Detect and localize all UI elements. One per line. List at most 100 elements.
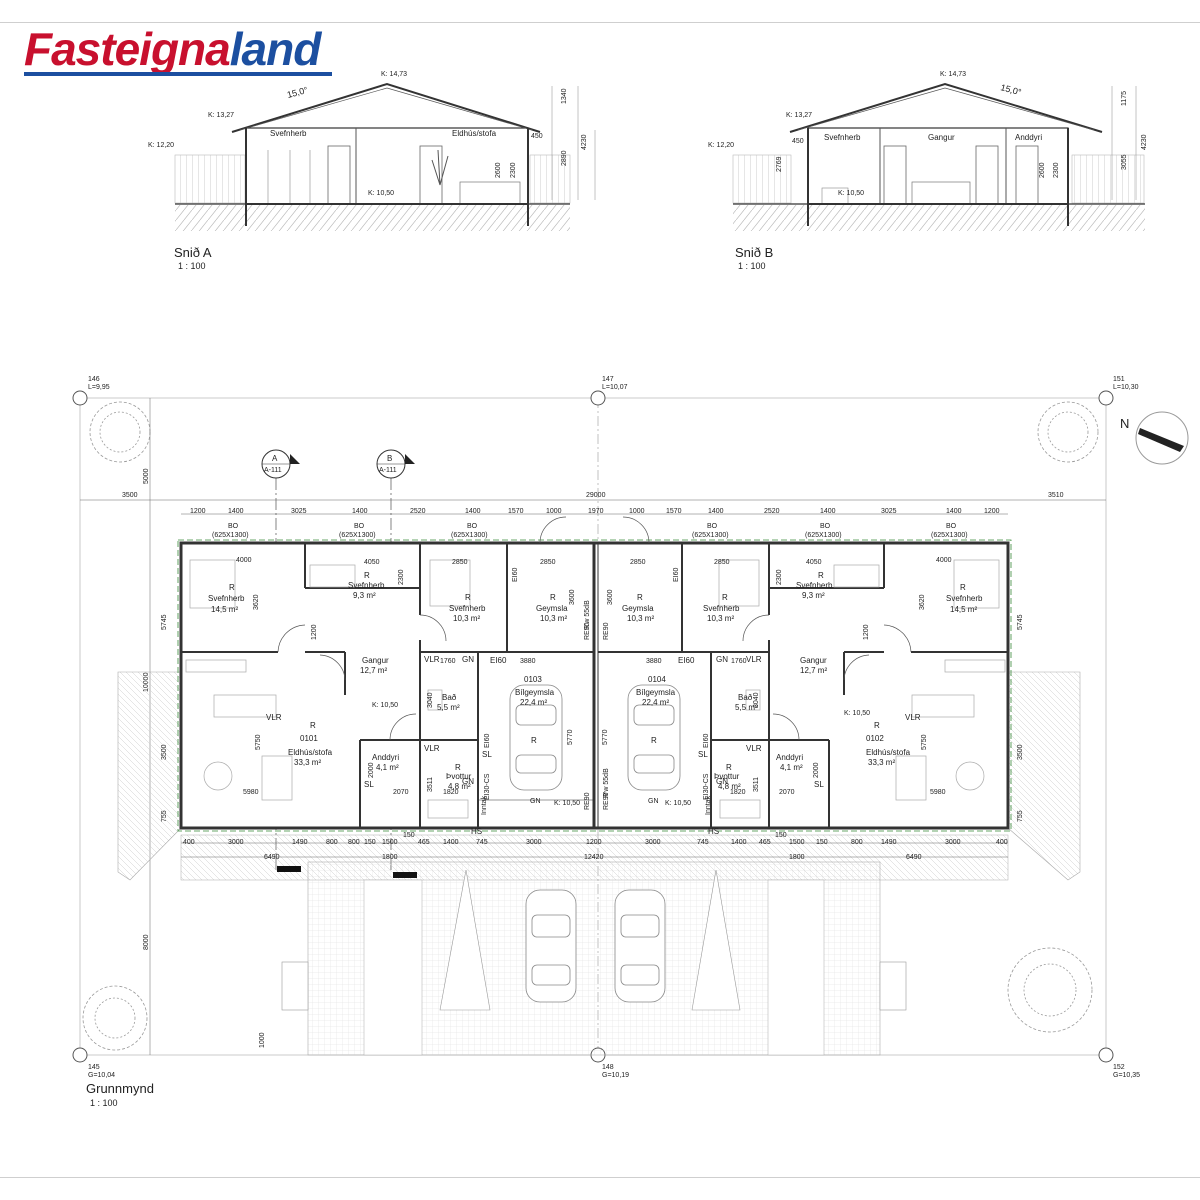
svg-text:4000: 4000 xyxy=(936,557,952,564)
svg-text:SL: SL xyxy=(814,780,824,789)
misc-labels: VLR VLR VLR VLR VLR VLR GN GN GN GN EI60… xyxy=(266,567,921,836)
svg-text:1200: 1200 xyxy=(311,624,318,640)
svg-text:RE90: RE90 xyxy=(584,792,591,810)
section-a: K: 14,73 K: 13,27 K: 12,20 K: 10,50 15,0… xyxy=(148,71,596,271)
plan-scale: 1 : 100 xyxy=(90,1098,118,1108)
svg-text:VLR: VLR xyxy=(746,744,762,753)
svg-text:1570: 1570 xyxy=(508,508,524,515)
svg-text:0103: 0103 xyxy=(524,675,542,684)
svg-text:2850: 2850 xyxy=(630,559,646,566)
svg-text:4,8 m²: 4,8 m² xyxy=(718,782,741,791)
svg-text:A: A xyxy=(272,454,278,463)
svg-text:R: R xyxy=(465,593,471,602)
svg-text:12,7 m²: 12,7 m² xyxy=(800,666,827,675)
svg-text:Eldhús/stofa: Eldhús/stofa xyxy=(866,748,911,757)
svg-text:5745: 5745 xyxy=(1017,614,1024,630)
svg-text:GN: GN xyxy=(716,777,728,786)
svg-text:800: 800 xyxy=(326,839,338,846)
svg-text:Bílgeymsla: Bílgeymsla xyxy=(515,688,555,697)
svg-text:22,4 m²: 22,4 m² xyxy=(642,698,669,707)
svg-text:0102: 0102 xyxy=(866,734,884,743)
svg-text:450: 450 xyxy=(531,133,543,140)
svg-text:2600: 2600 xyxy=(1039,162,1046,178)
svg-text:3510: 3510 xyxy=(1048,492,1064,499)
svg-text:0104: 0104 xyxy=(648,675,666,684)
svg-text:2850: 2850 xyxy=(540,559,556,566)
svg-text:Þvottur: Þvottur xyxy=(714,772,740,781)
svg-text:1 : 100: 1 : 100 xyxy=(178,261,206,271)
svg-text:1 : 100: 1 : 100 xyxy=(738,261,766,271)
svg-text:K: 13,27: K: 13,27 xyxy=(786,112,812,119)
svg-text:Svefnherb: Svefnherb xyxy=(449,604,486,613)
svg-text:RE90: RE90 xyxy=(603,622,610,640)
svg-text:9,3 m²: 9,3 m² xyxy=(353,591,376,600)
svg-text:10,3 m²: 10,3 m² xyxy=(453,614,480,623)
svg-text:1400: 1400 xyxy=(443,839,459,846)
svg-text:Svefnherb: Svefnherb xyxy=(208,594,245,603)
svg-text:3000: 3000 xyxy=(645,839,661,846)
svg-text:Svefnherb: Svefnherb xyxy=(796,581,833,590)
svg-text:Eldhús/stofa: Eldhús/stofa xyxy=(452,129,497,138)
north-arrow-icon: N xyxy=(1120,411,1189,465)
logo-underline xyxy=(24,72,332,76)
svg-text:10,3 m²: 10,3 m² xyxy=(707,614,734,623)
car-icon xyxy=(614,889,666,1003)
svg-text:G=10,35: G=10,35 xyxy=(1113,1072,1140,1079)
bottom-dimension-chain: 400 3000 1490 800 800 150 1500 465 1400 … xyxy=(181,839,1008,861)
svg-text:Anddyri: Anddyri xyxy=(776,753,803,762)
svg-text:1500: 1500 xyxy=(382,839,398,846)
svg-text:EI60: EI60 xyxy=(490,656,507,665)
svg-text:Inntak: Inntak xyxy=(481,795,488,815)
svg-text:R: R xyxy=(229,583,235,592)
svg-text:1400: 1400 xyxy=(708,508,724,515)
svg-text:R: R xyxy=(364,571,370,580)
svg-text:2890: 2890 xyxy=(561,150,568,166)
svg-text:R: R xyxy=(818,571,824,580)
svg-text:2300: 2300 xyxy=(398,569,405,585)
svg-text:5750: 5750 xyxy=(921,734,928,750)
svg-text:Inntak: Inntak xyxy=(705,795,712,815)
svg-text:K: 10,50: K: 10,50 xyxy=(554,800,580,807)
svg-text:3600: 3600 xyxy=(607,589,614,605)
svg-text:5770: 5770 xyxy=(602,729,609,745)
svg-text:450: 450 xyxy=(792,138,804,145)
svg-text:1400: 1400 xyxy=(820,508,836,515)
svg-text:R: R xyxy=(651,736,657,745)
svg-text:G=10,04: G=10,04 xyxy=(88,1072,115,1079)
svg-text:755: 755 xyxy=(161,810,168,822)
svg-text:6490: 6490 xyxy=(906,854,922,861)
svg-text:3600: 3600 xyxy=(569,589,576,605)
svg-text:Svefnherb: Svefnherb xyxy=(348,581,385,590)
svg-text:4050: 4050 xyxy=(806,559,822,566)
svg-text:1200: 1200 xyxy=(586,839,602,846)
inner-dimensions: 4000 4050 2850 2850 4000 4050 2850 2850 … xyxy=(236,557,952,839)
svg-text:4,1 m²: 4,1 m² xyxy=(780,763,803,772)
svg-text:152: 152 xyxy=(1113,1064,1125,1071)
svg-text:BO: BO xyxy=(228,523,239,530)
svg-text:Snið B: Snið B xyxy=(735,245,773,260)
svg-text:(625X1300): (625X1300) xyxy=(931,532,968,539)
svg-text:K: 10,50: K: 10,50 xyxy=(372,702,398,709)
svg-text:R: R xyxy=(455,763,461,772)
svg-text:1000: 1000 xyxy=(259,1032,266,1048)
car-icon xyxy=(509,684,563,791)
floor-plan: 146 L=9,95 147 L=10,07 151 L=10,30 145 G… xyxy=(72,376,1189,1108)
svg-text:6490: 6490 xyxy=(264,854,280,861)
svg-text:5,5 m²: 5,5 m² xyxy=(437,703,460,712)
svg-text:R: R xyxy=(722,593,728,602)
svg-text:(625X1300): (625X1300) xyxy=(212,532,249,539)
svg-text:K: 10,50: K: 10,50 xyxy=(665,800,691,807)
svg-text:A-111: A-111 xyxy=(264,467,282,474)
brand-logo: Fasteignaland xyxy=(24,23,321,75)
svg-text:465: 465 xyxy=(418,839,430,846)
svg-text:3040: 3040 xyxy=(753,692,760,708)
svg-text:BO: BO xyxy=(467,523,478,530)
svg-text:3620: 3620 xyxy=(253,594,260,610)
svg-text:1970: 1970 xyxy=(588,508,604,515)
svg-text:3025: 3025 xyxy=(291,508,307,515)
svg-text:3511: 3511 xyxy=(427,777,434,792)
svg-text:1400: 1400 xyxy=(352,508,368,515)
svg-text:12420: 12420 xyxy=(584,854,604,861)
svg-text:K: 14,73: K: 14,73 xyxy=(940,71,966,78)
svg-text:Svefnherb: Svefnherb xyxy=(824,133,861,142)
